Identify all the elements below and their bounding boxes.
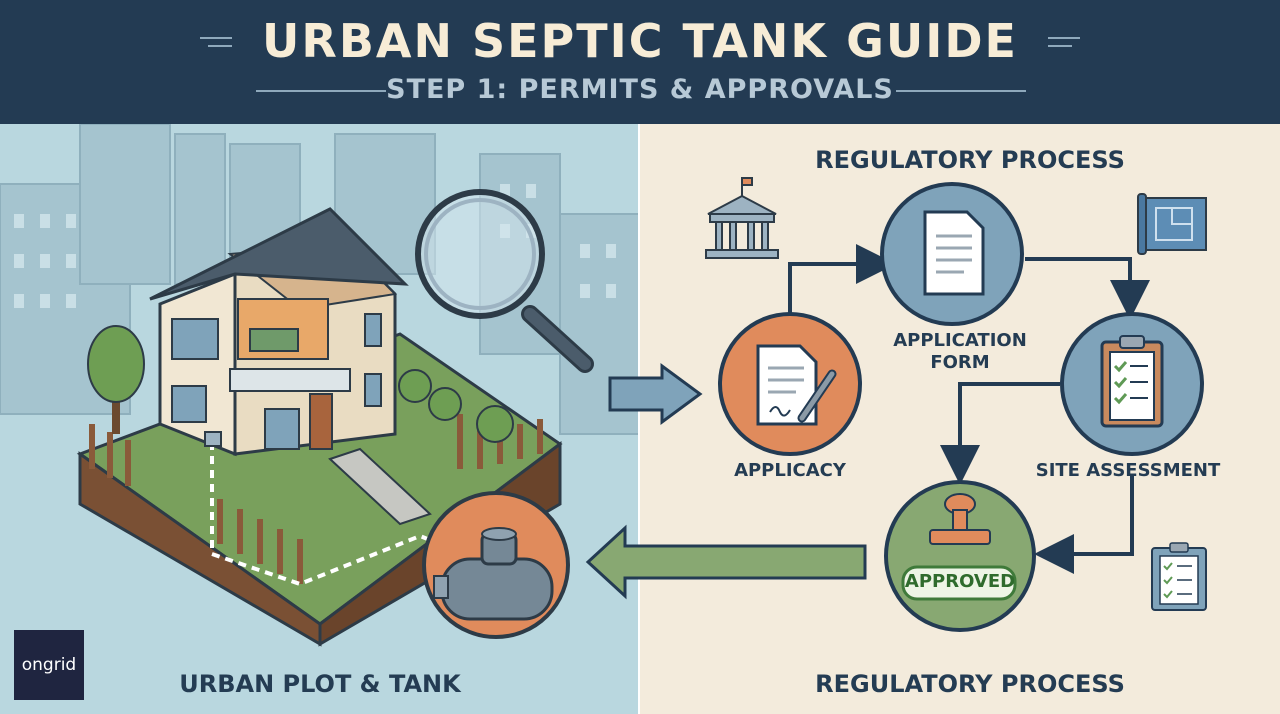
balcony bbox=[229, 368, 351, 392]
pen-icon bbox=[797, 369, 837, 423]
title-deco-left bbox=[200, 37, 232, 39]
bush bbox=[398, 369, 432, 403]
tree-trunk bbox=[112, 374, 120, 434]
bush bbox=[428, 387, 462, 421]
garden-path bbox=[328, 447, 432, 526]
applicacy-step bbox=[718, 312, 862, 456]
panel-divider bbox=[638, 124, 641, 714]
title-deco-right bbox=[1048, 37, 1080, 39]
regulatory-process-heading: REGULATORY PROCESS bbox=[815, 146, 1125, 174]
window bbox=[171, 318, 219, 360]
arrow-assessment-to-approved-return bbox=[1034, 474, 1134, 574]
regulatory-process-panel: REGULATORY PROCESS APPLICATION FORM APPL… bbox=[640, 124, 1280, 714]
approved-step bbox=[884, 480, 1036, 632]
approved-stamp-badge bbox=[901, 565, 1017, 601]
site-assessment-label: SITE ASSESSMENT bbox=[1035, 460, 1221, 481]
window bbox=[364, 373, 382, 407]
arrow-plot-to-process bbox=[608, 363, 703, 425]
subtitle-rule-right bbox=[896, 90, 1026, 92]
front-door bbox=[309, 393, 333, 450]
blueprint-icon bbox=[1137, 193, 1207, 255]
roof bbox=[149, 207, 409, 301]
application-form-label-line2: FORM bbox=[930, 352, 990, 373]
window bbox=[171, 385, 207, 423]
clipboard-icon bbox=[1100, 335, 1164, 428]
application-form-label-line1: APPLICATION bbox=[893, 330, 1027, 351]
magnifier-icon bbox=[415, 189, 594, 373]
courthouse-icon bbox=[705, 177, 779, 259]
header-banner: URBAN SEPTIC TANK GUIDE STEP 1: PERMITS … bbox=[0, 0, 1280, 124]
arrow-form-to-assessment bbox=[1025, 257, 1150, 320]
arrow-approval-to-plot bbox=[585, 524, 867, 600]
urban-plot-illustration bbox=[0, 124, 640, 647]
window bbox=[264, 408, 300, 450]
pipe-junction bbox=[204, 431, 222, 447]
regulatory-process-footer: REGULATORY PROCESS bbox=[815, 670, 1125, 698]
page-title: URBAN SEPTIC TANK GUIDE bbox=[262, 14, 1018, 68]
title-deco-right bbox=[1048, 45, 1072, 47]
bush bbox=[476, 405, 514, 443]
applicacy-label: APPLICACY bbox=[734, 460, 846, 481]
title-deco-left bbox=[208, 45, 232, 47]
septic-tank-icon bbox=[422, 491, 570, 639]
application-form-step bbox=[880, 182, 1024, 326]
sewer-pipe-route bbox=[210, 442, 441, 587]
bed bbox=[249, 328, 299, 352]
site-assessment-step bbox=[1060, 312, 1204, 456]
tree-canopy bbox=[87, 325, 145, 403]
arrow-assessment-to-approved bbox=[940, 382, 1060, 485]
regulatory-flow-diagram bbox=[705, 177, 1207, 632]
urban-plot-panel: URBAN PLOT & TANK bbox=[0, 124, 640, 714]
window bbox=[364, 313, 382, 347]
approved-stamp-text: APPROVED bbox=[904, 571, 1016, 592]
house bbox=[149, 207, 409, 457]
arrow-applicacy-to-form bbox=[788, 244, 896, 334]
page-subtitle: STEP 1: PERMITS & APPROVALS bbox=[386, 74, 894, 105]
stamp-icon bbox=[929, 493, 991, 545]
checklist-icon bbox=[1151, 542, 1207, 611]
ongrid-logo: ongrid bbox=[14, 630, 84, 700]
document-icon bbox=[923, 210, 985, 296]
left-panel-caption: URBAN PLOT & TANK bbox=[179, 670, 461, 698]
subtitle-rule-left bbox=[256, 90, 386, 92]
